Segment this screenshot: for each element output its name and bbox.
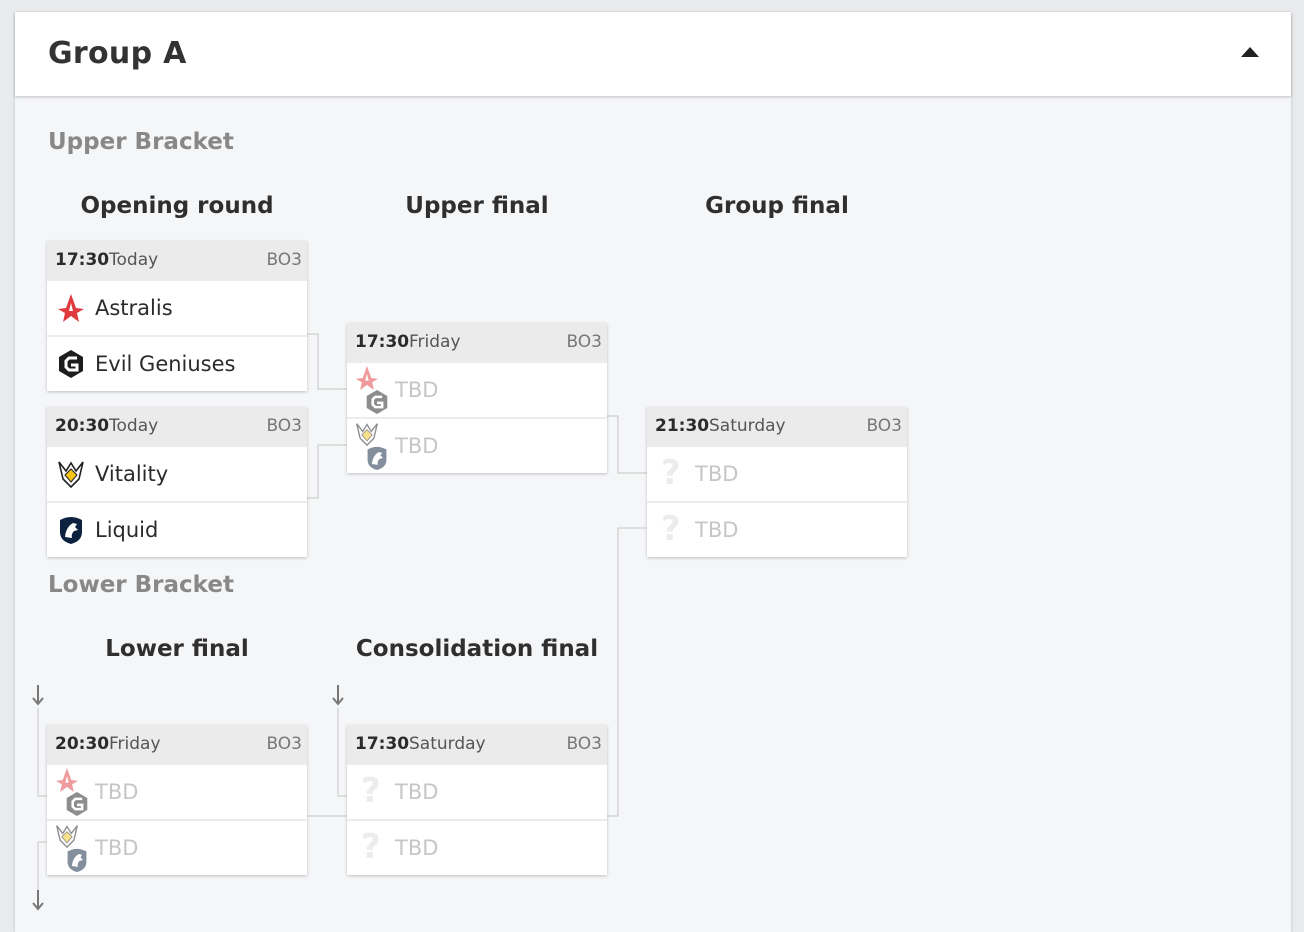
team-row[interactable]: TBD: [347, 361, 607, 417]
team-row[interactable]: Vitality: [47, 445, 307, 501]
match-day: Saturday: [709, 416, 786, 436]
team-name: Astralis: [95, 296, 173, 320]
team-row[interactable]: ? TBD: [647, 445, 907, 501]
match-format: BO3: [566, 332, 602, 352]
match-card[interactable]: 21:30 Saturday BO3 ? TBD ? TBD: [647, 407, 907, 557]
match-day: Friday: [409, 332, 461, 352]
match-format: BO3: [266, 734, 302, 754]
question-mark-icon: ?: [661, 453, 681, 493]
question-mark-icon: ?: [361, 827, 381, 867]
team-row[interactable]: ? TBD: [347, 763, 607, 819]
match-day: Today: [109, 416, 159, 436]
match-time: 21:30: [655, 416, 710, 436]
group-header[interactable]: Group A: [15, 12, 1291, 96]
team-row[interactable]: TBD: [47, 763, 307, 819]
match-card[interactable]: 20:30 Today BO3 Vitality Liquid: [47, 407, 307, 557]
team-name: Vitality: [95, 462, 169, 486]
match-time: 17:30: [355, 734, 410, 754]
team-row[interactable]: Astralis: [47, 279, 307, 335]
round-title-upper-final: Upper final: [405, 193, 549, 219]
team-name: TBD: [695, 518, 739, 542]
team-name: TBD: [95, 780, 139, 804]
astralis-logo-icon: [55, 767, 79, 793]
team-row[interactable]: ? TBD: [347, 819, 607, 875]
team-name: TBD: [695, 462, 739, 486]
match-card[interactable]: 17:30 Today BO3 Astralis Evil Geniuses: [47, 241, 307, 391]
match-header: 17:30 Today BO3: [47, 241, 307, 279]
question-mark-icon: ?: [361, 771, 381, 811]
vitality-logo-icon: [55, 823, 79, 849]
astralis-logo-icon: [355, 365, 379, 391]
question-mark-icon: ?: [661, 509, 681, 549]
match-day: Friday: [109, 734, 161, 754]
match-format: BO3: [566, 734, 602, 754]
vitality-logo-icon: [57, 459, 85, 489]
round-title-lower-final: Lower final: [105, 636, 249, 662]
team-row[interactable]: Evil Geniuses: [47, 335, 307, 391]
match-card[interactable]: 17:30 Friday BO3 TBD TBD: [347, 323, 607, 473]
team-name: TBD: [395, 378, 439, 402]
match-card[interactable]: 17:30 Saturday BO3 ? TBD ? TBD: [347, 725, 607, 875]
round-title-consolidation-final: Consolidation final: [355, 636, 599, 662]
match-format: BO3: [866, 416, 902, 436]
astralis-logo-icon: [57, 293, 85, 323]
match-format: BO3: [266, 416, 302, 436]
match-time: 17:30: [355, 332, 410, 352]
team-row[interactable]: ? TBD: [647, 501, 907, 557]
liquid-logo-icon: [57, 515, 85, 545]
group-title: Group A: [48, 36, 187, 71]
team-row[interactable]: TBD: [47, 819, 307, 875]
team-row[interactable]: Liquid: [47, 501, 307, 557]
vitality-logo-icon: [355, 421, 379, 447]
evil-geniuses-logo-icon: [65, 791, 89, 817]
team-name: TBD: [395, 434, 439, 458]
match-header: 20:30 Friday BO3: [47, 725, 307, 763]
caret-up-icon[interactable]: [1241, 47, 1259, 57]
upper-bracket-title: Upper Bracket: [48, 129, 234, 155]
evil-geniuses-logo-icon: [57, 349, 85, 379]
match-time: 20:30: [55, 734, 110, 754]
liquid-logo-icon: [65, 847, 89, 873]
match-header: 17:30 Friday BO3: [347, 323, 607, 361]
match-day: Saturday: [409, 734, 486, 754]
round-title-group-final: Group final: [705, 193, 849, 219]
match-format: BO3: [266, 250, 302, 270]
match-header: 21:30 Saturday BO3: [647, 407, 907, 445]
team-row[interactable]: TBD: [347, 417, 607, 473]
match-card[interactable]: 20:30 Friday BO3 TBD TBD: [47, 725, 307, 875]
team-name: TBD: [95, 836, 139, 860]
match-time: 17:30: [55, 250, 110, 270]
team-name: TBD: [395, 780, 439, 804]
team-name: Evil Geniuses: [95, 352, 236, 376]
evil-geniuses-logo-icon: [365, 389, 389, 415]
team-name: Liquid: [95, 518, 159, 542]
match-header: 20:30 Today BO3: [47, 407, 307, 445]
match-header: 17:30 Saturday BO3: [347, 725, 607, 763]
team-name: TBD: [395, 836, 439, 860]
lower-bracket-title: Lower Bracket: [48, 572, 234, 598]
match-day: Today: [109, 250, 159, 270]
round-title-opening: Opening round: [80, 193, 274, 219]
match-time: 20:30: [55, 416, 110, 436]
liquid-logo-icon: [365, 445, 389, 471]
